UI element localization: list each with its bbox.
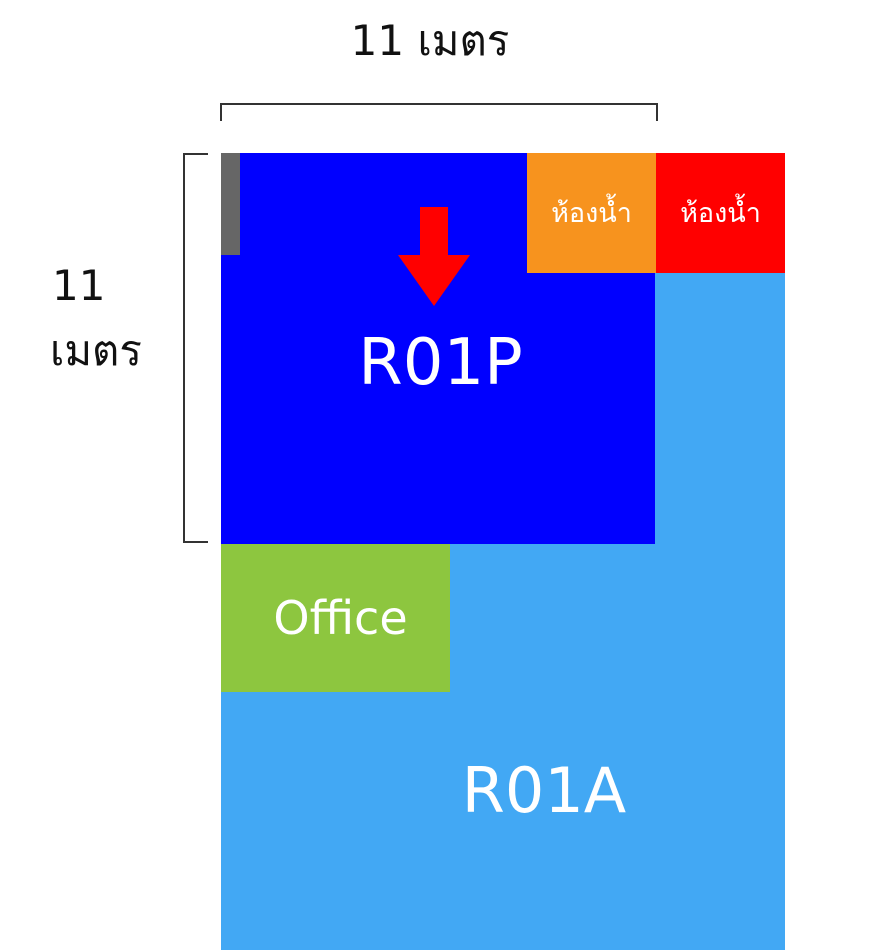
top-dimension-label: 11 เมตร bbox=[350, 16, 510, 65]
zone-restroom-orange-label: ห้องน้ำ bbox=[551, 197, 632, 229]
zone-r01a-label: R01A bbox=[461, 754, 627, 827]
left-dimension-unit: เมตร bbox=[50, 326, 142, 375]
zone-restroom-red: ห้องน้ำ bbox=[656, 153, 785, 273]
zone-r01p-label: R01P bbox=[358, 326, 523, 400]
zone-office-label: Office bbox=[273, 591, 408, 645]
zone-restroom-red-label: ห้องน้ำ bbox=[680, 197, 761, 229]
left-dimension-bracket bbox=[183, 153, 208, 543]
left-dimension-value: 11 bbox=[52, 261, 106, 310]
top-dimension-bracket bbox=[220, 103, 658, 121]
zone-office: Office bbox=[221, 544, 450, 692]
door-strip bbox=[221, 153, 240, 255]
zone-restroom-orange: ห้องน้ำ bbox=[527, 153, 656, 273]
down-arrow-icon bbox=[398, 207, 470, 306]
